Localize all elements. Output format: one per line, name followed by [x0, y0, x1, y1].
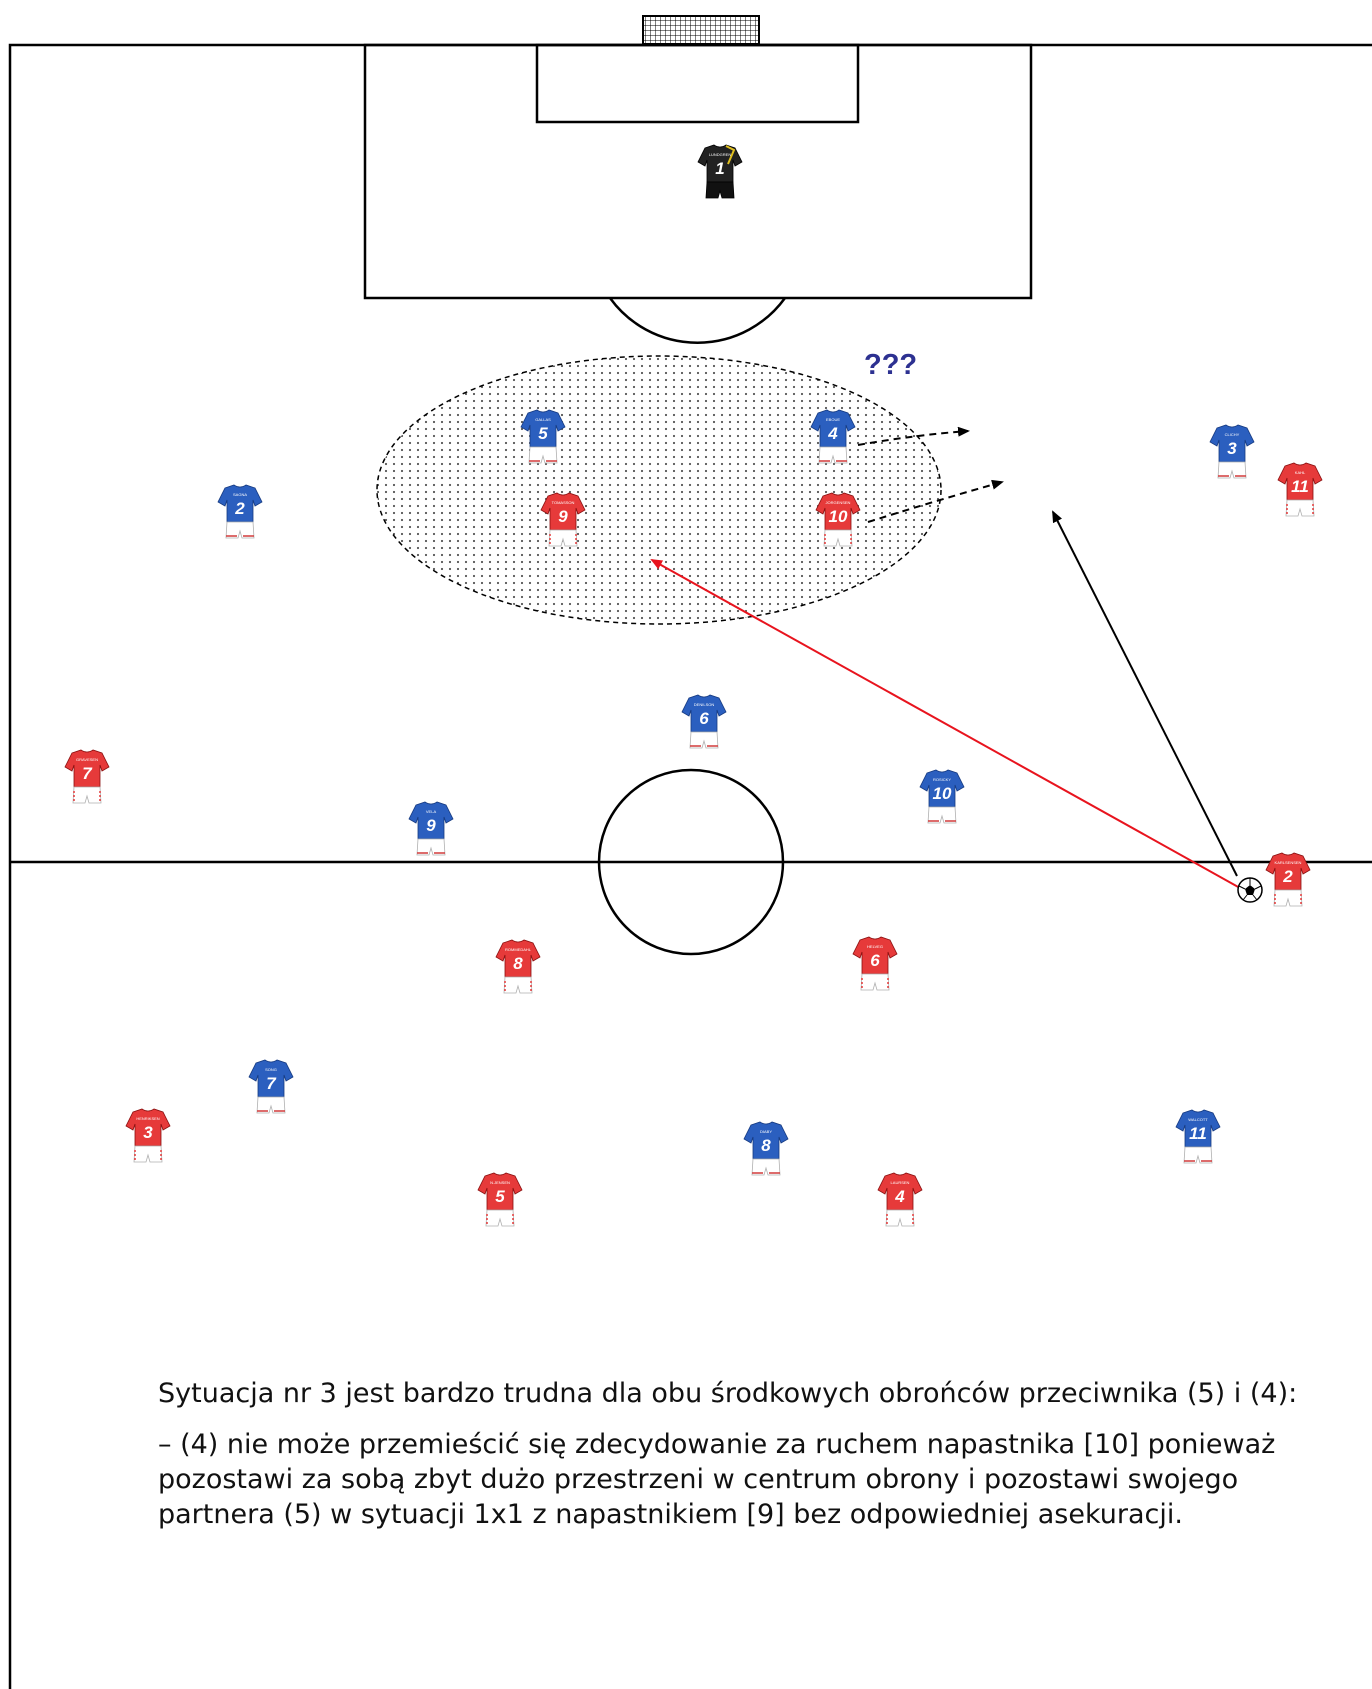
run-arrow	[1052, 510, 1238, 877]
red-player-5: N.JENSEN 5	[477, 1172, 523, 1227]
caption-paragraph-2: – (4) nie może przemieścić się zdecydowa…	[158, 1429, 1276, 1530]
blue-player-7: SONG 7	[248, 1059, 294, 1114]
svg-text:7: 7	[82, 764, 93, 783]
svg-text:N.JENSEN: N.JENSEN	[490, 1180, 510, 1185]
goal-net	[642, 15, 760, 45]
goal-area	[535, 43, 860, 124]
caption-text: Sytuacja nr 3 jest bardzo trudna dla obu…	[158, 1376, 1298, 1548]
red-player-8: ROMMEDAHL 8	[495, 939, 541, 994]
svg-text:5: 5	[495, 1187, 505, 1206]
striker-10-dashed-arrow	[867, 479, 1004, 523]
blue-player-8: DIABY 8	[743, 1121, 789, 1176]
svg-text:7: 7	[266, 1074, 277, 1093]
goalkeeper-player: LUNDGREN 1	[697, 144, 743, 199]
svg-text:SONG: SONG	[265, 1067, 277, 1072]
svg-text:KAHL: KAHL	[1295, 470, 1306, 475]
penalty-arc	[608, 297, 787, 344]
blue-player-4: EBOUE 4	[810, 409, 856, 464]
svg-text:VELA: VELA	[426, 809, 437, 814]
svg-text:HELVEG: HELVEG	[867, 944, 883, 949]
blue-player-11: WALCOTT 11	[1175, 1109, 1221, 1164]
svg-text:3: 3	[1227, 439, 1237, 458]
svg-text:1: 1	[715, 159, 724, 178]
svg-text:6: 6	[870, 951, 880, 970]
svg-text:DIABY: DIABY	[760, 1129, 772, 1134]
blue-player-6: DENILSON 6	[681, 694, 727, 749]
svg-text:6: 6	[699, 709, 709, 728]
caption-paragraph-1: Sytuacja nr 3 jest bardzo trudna dla obu…	[158, 1378, 1298, 1409]
svg-text:11: 11	[1291, 477, 1309, 496]
svg-text:LAURSEN: LAURSEN	[891, 1180, 910, 1185]
svg-text:9: 9	[426, 816, 436, 835]
svg-text:DENILSON: DENILSON	[694, 702, 715, 707]
svg-text:KARLSENSEN: KARLSENSEN	[1275, 860, 1302, 865]
svg-text:JORGENSEN: JORGENSEN	[826, 500, 851, 505]
penalty-area	[363, 43, 1033, 300]
svg-text:5: 5	[538, 424, 548, 443]
svg-text:9: 9	[558, 507, 568, 526]
defender-4-dashed-arrow	[857, 426, 970, 446]
red-player-9: TOMASSON 9	[540, 492, 586, 547]
svg-text:2: 2	[234, 499, 245, 518]
blue-player-9: VELA 9	[408, 801, 454, 856]
svg-text:WALCOTT: WALCOTT	[1188, 1117, 1208, 1122]
svg-text:CLICHY: CLICHY	[1225, 432, 1240, 437]
svg-text:10: 10	[933, 784, 952, 803]
red-player-2: KARLSENSEN 2	[1265, 852, 1311, 907]
red-player-3: HENRIKSEN 3	[125, 1108, 171, 1163]
pass-arrow	[650, 559, 1241, 889]
svg-text:ROMMEDAHL: ROMMEDAHL	[505, 947, 532, 952]
svg-text:11: 11	[1189, 1124, 1207, 1143]
svg-text:HENRIKSEN: HENRIKSEN	[136, 1116, 159, 1121]
svg-text:4: 4	[894, 1187, 905, 1206]
svg-text:3: 3	[143, 1123, 153, 1142]
red-player-10: JORGENSEN 10	[815, 492, 861, 547]
svg-text:LUNDGREN: LUNDGREN	[709, 152, 732, 157]
red-player-4: LAURSEN 4	[877, 1172, 923, 1227]
svg-text:10: 10	[829, 507, 848, 526]
svg-text:ROSICKY: ROSICKY	[933, 777, 951, 782]
svg-text:GRAVESEN: GRAVESEN	[76, 757, 98, 762]
blue-player-10: ROSICKY 10	[919, 769, 965, 824]
svg-text:EBOUE: EBOUE	[826, 417, 840, 422]
pitch-lines	[8, 43, 1372, 1689]
svg-text:2: 2	[1282, 867, 1293, 886]
svg-text:GALLAS: GALLAS	[535, 417, 551, 422]
svg-text:TOMASSON: TOMASSON	[552, 500, 575, 505]
svg-text:4: 4	[827, 424, 838, 443]
center-circle	[597, 768, 785, 956]
svg-text:8: 8	[761, 1136, 771, 1155]
svg-text:SAGNA: SAGNA	[233, 492, 247, 497]
svg-text:8: 8	[513, 954, 523, 973]
blue-player-3: CLICHY 3	[1209, 424, 1255, 479]
football-icon	[1237, 877, 1263, 903]
question-marks: ???	[864, 349, 917, 381]
blue-player-5: GALLAS 5	[520, 409, 566, 464]
red-player-7: GRAVESEN 7	[64, 749, 110, 804]
red-player-6: HELVEG 6	[852, 936, 898, 991]
blue-player-2: SAGNA 2	[217, 484, 263, 539]
danger-zone	[376, 355, 942, 625]
red-player-11: KAHL 11	[1277, 462, 1323, 517]
